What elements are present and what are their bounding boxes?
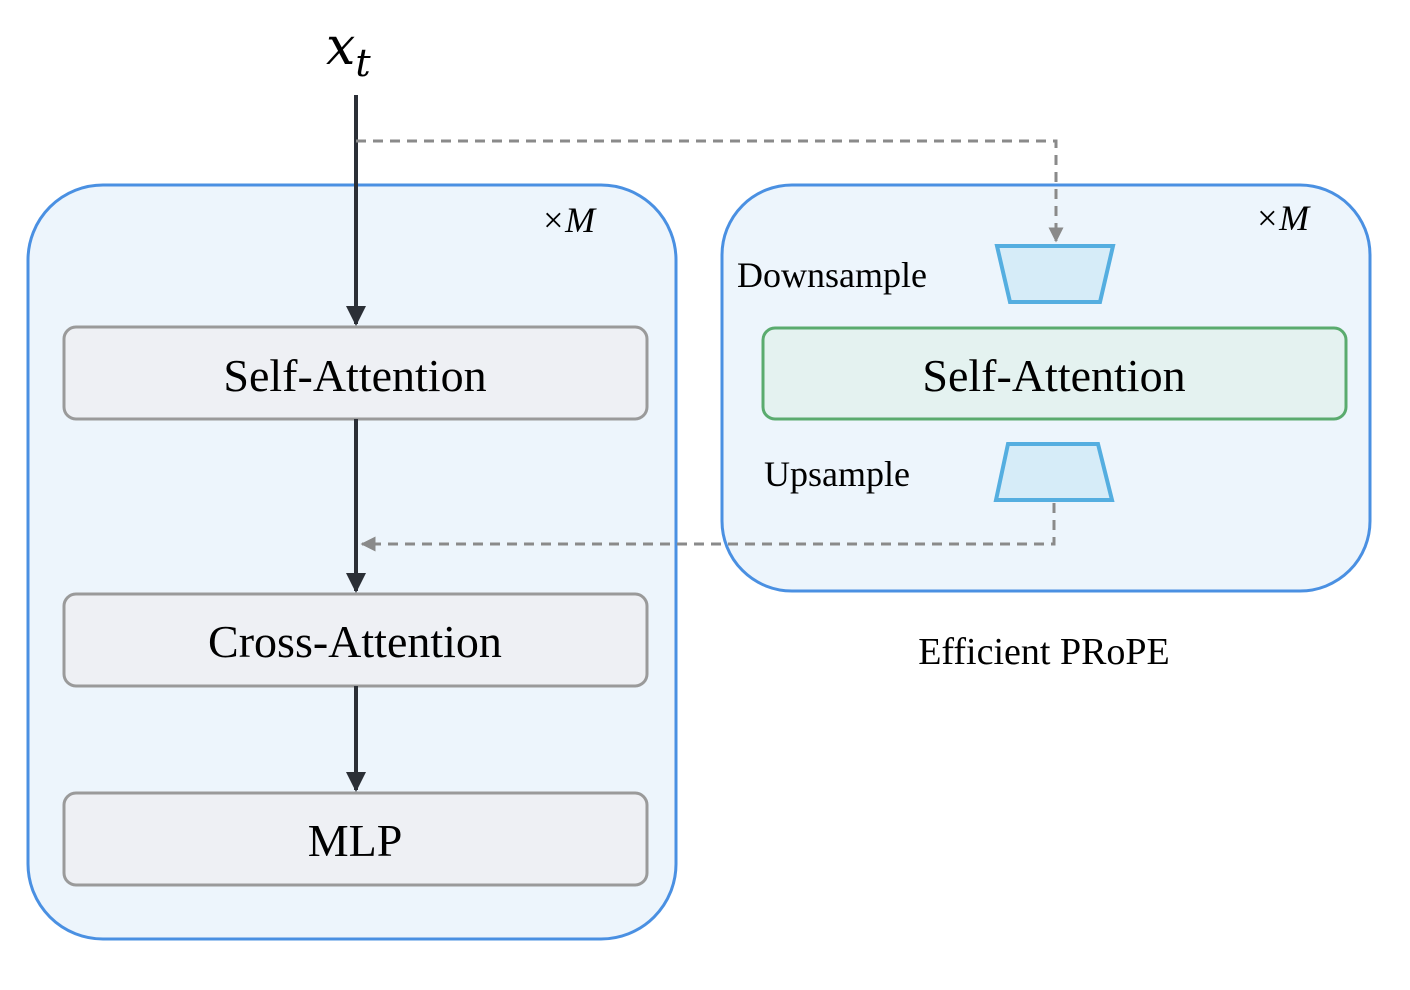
- upsample-trapezoid-icon: [993, 442, 1115, 502]
- input-subscript: t: [355, 41, 371, 85]
- left-repeat-label: ×M: [541, 200, 597, 240]
- branch-to-downsample-dashed-arrow: [356, 139, 1064, 243]
- cross-attention-layer-label: Cross-Attention: [208, 616, 502, 667]
- input-symbol: x: [326, 17, 355, 77]
- self-attention-layer-label: Self-Attention: [223, 350, 486, 401]
- right-repeat-label: ×M: [1255, 198, 1311, 238]
- mlp-layer-label: MLP: [308, 815, 403, 866]
- prope-caption: Efficient PRoPE: [918, 631, 1170, 673]
- upsample-label: Upsample: [764, 454, 910, 494]
- upsample-return-dashed-arrow: [360, 503, 1056, 552]
- mlp-layer-box: [62, 791, 649, 887]
- downsample-trapezoid-icon: [994, 244, 1116, 304]
- input-label: xt: [326, 17, 371, 85]
- prope-self-attention-box: [761, 326, 1348, 421]
- prope-self-attention-label: Self-Attention: [922, 350, 1185, 401]
- downsample-label: Downsample: [737, 255, 927, 295]
